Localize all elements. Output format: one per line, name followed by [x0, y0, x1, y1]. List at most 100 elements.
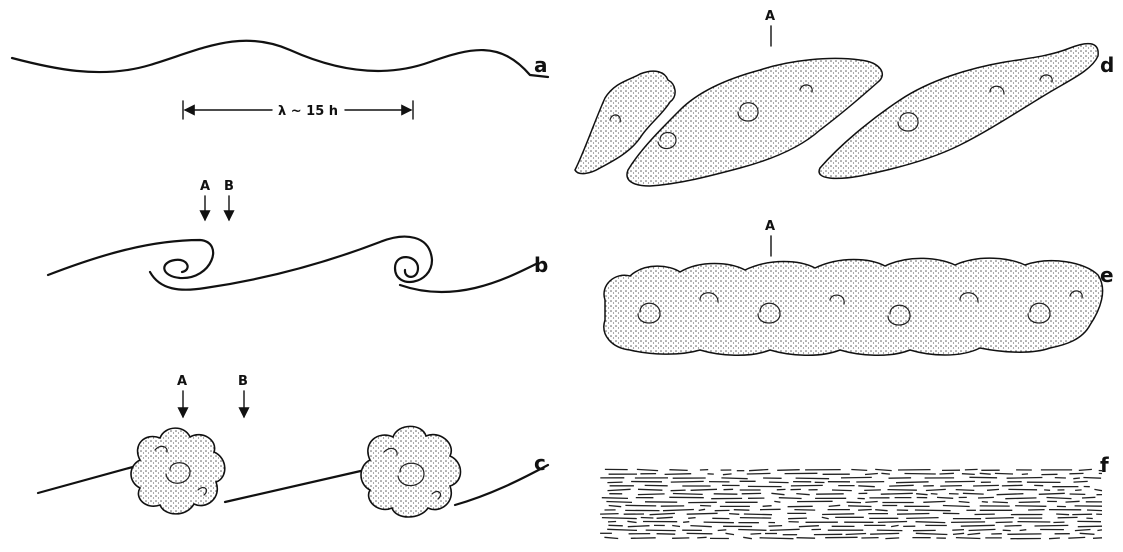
- panel-d: A d: [575, 9, 1114, 186]
- streak: [889, 485, 914, 486]
- streak: [1015, 506, 1046, 507]
- streak: [963, 493, 984, 494]
- streak: [608, 525, 622, 526]
- panel-e: A e: [604, 219, 1114, 355]
- streak: [968, 533, 981, 534]
- streak: [822, 517, 829, 518]
- streak: [1039, 493, 1065, 494]
- streak: [897, 514, 929, 515]
- streak: [916, 494, 928, 495]
- streak: [1056, 514, 1069, 515]
- streak: [953, 533, 964, 534]
- streak: [1073, 478, 1080, 479]
- streak: [1093, 538, 1102, 539]
- streak: [969, 477, 997, 478]
- streak: [646, 530, 676, 531]
- vortex-sheet-b: [48, 240, 213, 278]
- streak: [1087, 510, 1102, 511]
- streak: [625, 505, 656, 506]
- streak: [671, 490, 686, 491]
- interface-c-2: [225, 470, 365, 502]
- marker-b-b: B: [224, 179, 234, 194]
- streak: [1047, 498, 1072, 499]
- streak: [763, 506, 772, 507]
- streak: [875, 469, 892, 470]
- streak: [885, 538, 899, 539]
- streak: [1097, 530, 1102, 531]
- streak: [779, 498, 802, 499]
- streak: [609, 506, 622, 507]
- streak: [961, 525, 995, 526]
- streak: [841, 477, 872, 478]
- streak: [1007, 478, 1043, 479]
- streak: [671, 481, 704, 482]
- streak: [734, 510, 750, 511]
- billow-blob-c-2: [361, 426, 461, 517]
- streak: [760, 538, 794, 539]
- streak: [791, 485, 823, 486]
- streak: [846, 534, 867, 535]
- streak: [916, 522, 946, 523]
- streak: [985, 518, 1013, 519]
- streak: [858, 510, 872, 511]
- streak: [1075, 490, 1082, 491]
- streak: [973, 485, 999, 486]
- streak: [870, 533, 899, 534]
- streak: [959, 502, 970, 503]
- streak: [743, 537, 752, 538]
- streak: [878, 522, 907, 523]
- streak: [832, 490, 852, 491]
- streak: [851, 470, 867, 471]
- streak: [751, 534, 762, 535]
- streak: [602, 518, 637, 519]
- streak: [1078, 526, 1102, 527]
- streak: [607, 482, 622, 483]
- marker-a-b: A: [200, 179, 210, 194]
- streak: [657, 517, 673, 518]
- streak: [799, 526, 819, 527]
- streak: [1083, 478, 1101, 479]
- streak: [718, 530, 727, 531]
- streak: [1080, 533, 1095, 534]
- streak: [926, 489, 946, 490]
- streak: [829, 505, 841, 506]
- streak: [822, 514, 854, 515]
- interface-c-1: [38, 465, 140, 493]
- streak: [888, 490, 917, 491]
- panel-label-f: f: [1100, 453, 1109, 477]
- streak: [770, 529, 800, 530]
- streak: [881, 473, 890, 474]
- streak: [747, 473, 771, 474]
- streak: [993, 502, 1008, 503]
- streak: [1002, 485, 1023, 486]
- streak: [657, 534, 676, 535]
- streak: [1019, 502, 1040, 503]
- panel-label-e: e: [1100, 263, 1114, 287]
- panel-f: f: [600, 453, 1109, 539]
- streak: [905, 474, 936, 475]
- streak: [1005, 526, 1022, 527]
- streak: [982, 502, 988, 503]
- streak: [796, 478, 830, 479]
- streak: [916, 533, 948, 534]
- streak: [638, 494, 665, 495]
- streak: [769, 482, 789, 483]
- streak: [965, 469, 978, 470]
- streak: [688, 518, 695, 519]
- streak: [687, 513, 718, 514]
- streak: [699, 509, 705, 510]
- marker-b-c: B: [238, 374, 248, 389]
- streak: [997, 494, 1024, 495]
- streak: [683, 522, 689, 523]
- vortex-sheet-b-lower: [150, 237, 432, 290]
- streak: [607, 529, 637, 530]
- streak: [738, 530, 766, 531]
- streak: [1082, 497, 1095, 498]
- streak: [608, 489, 631, 490]
- panel-label-c: c: [534, 451, 546, 475]
- streak: [969, 529, 996, 530]
- streak: [940, 473, 954, 474]
- turbulent-layer-e: [604, 258, 1103, 355]
- streak: [1075, 530, 1091, 531]
